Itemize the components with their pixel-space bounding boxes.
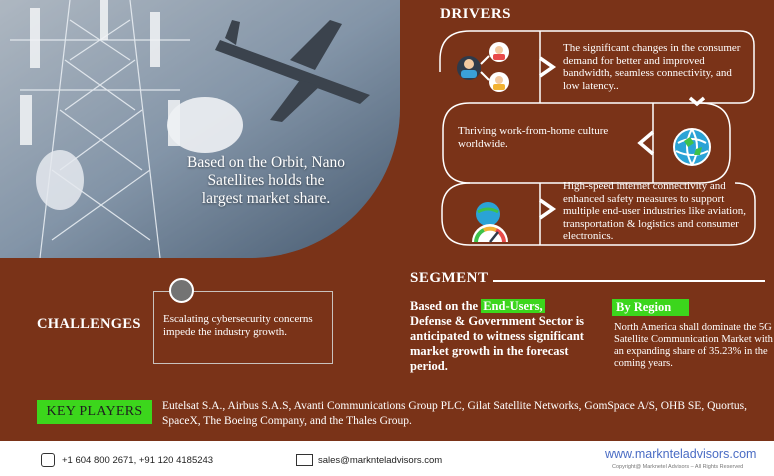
email-link[interactable]: sales@marknteladvisors.com: [318, 455, 443, 466]
website-link[interactable]: www.marknteladvisors.com: [605, 447, 757, 461]
hero-image: Based on the Orbit, Nano Satellites hold…: [0, 0, 400, 258]
copyright-text: Copyright@ Marknetel Advisors – All Righ…: [612, 464, 744, 470]
mail-icon: [296, 454, 313, 466]
challenge-box: [153, 291, 333, 364]
segment-title: SEGMENT: [410, 270, 489, 286]
key-players-text: Eutelsat S.A., Airbus S.A.S, Avanti Comm…: [162, 400, 747, 427]
segment-end-users-text: Based on the End-Users,Defense & Governm…: [410, 299, 590, 374]
segment-body: Defense & Government Sector is anticipat…: [410, 314, 585, 373]
phone-icon: [41, 453, 55, 467]
phone-number[interactable]: +1 604 800 2671, +91 120 4185243: [62, 455, 214, 466]
key-players-badge: KEY PLAYERS: [37, 400, 152, 424]
footer: [0, 441, 774, 476]
driver-text-2: Thriving work-from-home culture worldwid…: [458, 125, 609, 150]
segment-divider: [493, 280, 765, 282]
drivers-title: DRIVERS: [440, 6, 512, 22]
drivers-flow-outline: [439, 30, 756, 246]
driver-text-3: High-speed internet connectivity and enh…: [563, 180, 746, 242]
driver-text-1: The significant changes in the consumer …: [563, 42, 741, 92]
by-region-badge: By Region: [612, 299, 690, 316]
people-network-icon: [457, 42, 509, 92]
end-users-highlight: End-Users,: [481, 299, 545, 313]
hero-caption: Based on the Orbit, Nano Satellites hold…: [187, 154, 345, 207]
globe-icon: [673, 128, 711, 166]
tower-airplane-photo: [0, 0, 400, 258]
segment-prefix: Based on the: [410, 299, 482, 313]
challenges-title: CHALLENGES: [37, 316, 141, 332]
region-text: North America shall dominate the 5G Sate…: [614, 322, 773, 369]
challenge-text: Escalating cybersecurity concerns impede…: [163, 313, 313, 338]
challenge-bullet-icon: [169, 278, 194, 303]
speed-globe-icon: [472, 202, 508, 243]
